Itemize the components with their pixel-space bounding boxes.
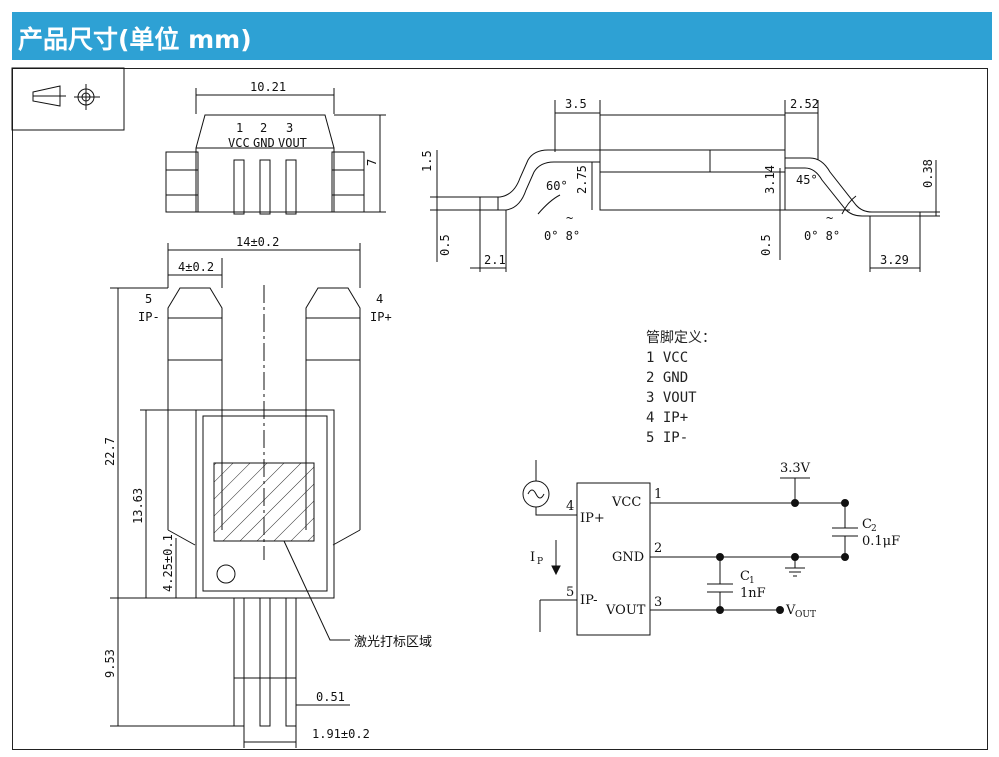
top-width-label: 10.21	[250, 80, 286, 94]
side-tilde-left: ~	[566, 211, 573, 225]
side-0-8-right-label: 0° 8°	[804, 229, 840, 243]
laser-area-label: 激光打标区域	[354, 635, 432, 650]
drawing-frame	[12, 68, 988, 750]
sch-pin4: 4	[566, 499, 574, 514]
total-height-label: 22.7	[103, 437, 117, 466]
title-bar: 产品尺寸(单位 mm)	[12, 12, 992, 60]
sch-c2-value: 0.1μF	[862, 534, 900, 549]
sch-c1: C	[740, 569, 750, 584]
page-title: 产品尺寸(单位 mm)	[18, 25, 252, 54]
pin2-number: 2	[260, 121, 267, 135]
top-height-label: 7	[365, 159, 379, 166]
ip-minus-number: 5	[145, 292, 152, 306]
sch-ip-sub: P	[537, 557, 543, 567]
sch-ip: I	[530, 550, 535, 565]
lead-width-label: 4±0.2	[178, 260, 214, 274]
sch-ip-minus: IP-	[580, 593, 598, 608]
sch-vout: VOUT	[605, 603, 646, 618]
pin3-name: VOUT	[278, 136, 307, 150]
sch-c2-sub: 2	[871, 524, 877, 534]
sch-vcc: VCC	[611, 495, 641, 510]
first-angle-projection-icon	[11, 67, 125, 131]
side-2-52-label: 2.52	[790, 97, 819, 111]
sch-vout-node: V	[785, 603, 796, 618]
sch-c2: C	[862, 517, 872, 532]
application-schematic	[522, 460, 858, 636]
sch-gnd: GND	[612, 550, 644, 565]
pin-def-item: 5 IP-	[646, 430, 688, 446]
pin-length-label: 9.53	[103, 649, 117, 678]
pin1-number: 1	[236, 121, 243, 135]
pin-def-item: 2 GND	[646, 370, 688, 386]
body-height-label: 13.63	[131, 488, 145, 524]
sch-c1-sub: 1	[749, 576, 755, 586]
pin1-name: VCC	[228, 136, 250, 150]
front-view	[110, 243, 361, 748]
sch-supply: 3.3V	[780, 461, 811, 476]
sch-ip-plus: IP+	[580, 511, 605, 526]
ip-plus-label: IP+	[370, 310, 392, 324]
sch-c1-value: 1nF	[740, 586, 766, 601]
side-2-75-label: 2.75	[575, 165, 589, 194]
side-3-14-label: 3.14	[763, 165, 777, 194]
side-3-5-label: 3.5	[565, 97, 587, 111]
pin-def-item: 3 VOUT	[646, 390, 697, 406]
ip-minus-label: IP-	[138, 310, 160, 324]
standoff-label: 4.25±0.1	[161, 534, 175, 592]
pin-def-item: 1 VCC	[646, 350, 688, 366]
ip-plus-number: 4	[376, 292, 383, 306]
sch-pin5: 5	[566, 585, 574, 600]
overall-width-label: 14±0.2	[236, 235, 279, 249]
side-view	[430, 100, 940, 272]
sch-pin3: 3	[654, 595, 662, 610]
side-0-38-label: 0.38	[921, 159, 935, 188]
pin-def-title: 管脚定义：	[646, 330, 716, 346]
side-0-5-left-label: 0.5	[438, 234, 452, 256]
pin-pitch-label: 1.91±0.2	[312, 727, 370, 741]
side-0-8-left-label: 0° 8°	[544, 229, 580, 243]
side-tilde-right: ~	[826, 211, 833, 225]
pin-width-label: 0.51	[316, 690, 345, 704]
sch-vout-sub: OUT	[795, 610, 816, 620]
sch-pin1: 1	[654, 487, 662, 502]
pin-def-item: 4 IP+	[646, 410, 688, 426]
side-60-label: 60°	[546, 179, 568, 193]
pin2-name: GND	[253, 136, 275, 150]
pin3-number: 3	[286, 121, 293, 135]
side-2-1-label: 2.1	[484, 253, 506, 267]
side-1-5-label: 1.5	[420, 150, 434, 172]
side-3-29-label: 3.29	[880, 253, 909, 267]
sch-pin2: 2	[654, 541, 662, 556]
top-view	[165, 88, 386, 215]
side-45-label: 45°	[796, 173, 818, 187]
side-0-5-right-label: 0.5	[759, 234, 773, 256]
